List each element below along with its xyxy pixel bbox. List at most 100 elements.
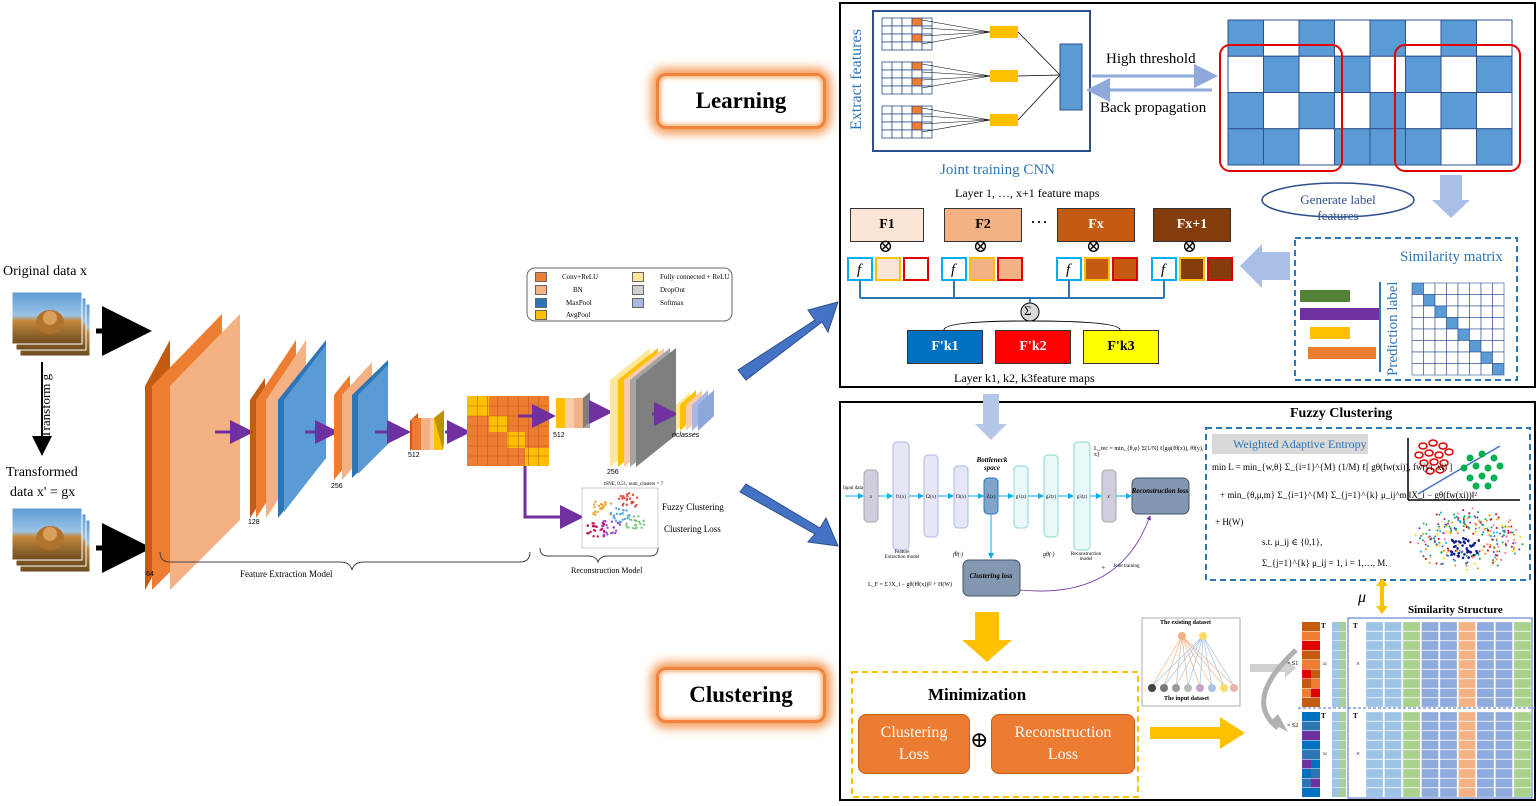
embedding-point bbox=[1464, 523, 1467, 526]
cnn-cell bbox=[881, 41, 893, 51]
high-threshold-label: High threshold bbox=[1106, 51, 1196, 67]
embedding-point bbox=[1485, 519, 1488, 522]
entropy-line-1: min L = min_{w,θ} Σ_{i=1}^{M} (1/M) ℓ[ g… bbox=[1212, 462, 1453, 472]
embedding-point bbox=[1445, 525, 1448, 528]
sim-right-cell bbox=[1439, 721, 1458, 731]
sim-right-cell bbox=[1365, 740, 1384, 750]
embedding-point bbox=[1448, 525, 1451, 528]
embedding-point bbox=[1455, 530, 1458, 533]
embedding-point bbox=[1438, 544, 1441, 547]
sim-right-cell bbox=[1476, 697, 1495, 708]
embedding-point bbox=[1465, 564, 1468, 567]
embedding-point bbox=[1477, 553, 1480, 556]
reconstruction-loss-box: Reconstruction Loss bbox=[991, 714, 1135, 774]
cnn-cell bbox=[911, 69, 923, 79]
embedding-point bbox=[1490, 526, 1493, 529]
sim-right-cell bbox=[1402, 650, 1421, 660]
dataset-edge bbox=[1181, 635, 1201, 687]
sim-right-cell bbox=[1495, 711, 1513, 722]
fuzzy-red-point bbox=[1414, 451, 1424, 459]
embedding-point bbox=[1441, 562, 1444, 565]
tsne-point bbox=[620, 512, 624, 515]
sim-right-cell bbox=[1495, 640, 1513, 651]
tsne-point bbox=[596, 510, 599, 514]
embedding-point bbox=[1442, 549, 1445, 552]
tsne-point bbox=[637, 515, 640, 518]
similarity-cell bbox=[1434, 351, 1447, 364]
sim-right-cell bbox=[1365, 669, 1384, 679]
cnn-cell bbox=[901, 105, 913, 115]
embedding-point bbox=[1422, 555, 1425, 558]
embedding-point bbox=[1484, 552, 1487, 555]
times-mark: × bbox=[1356, 750, 1360, 758]
extract-features-label: Extract features bbox=[848, 29, 865, 130]
similarity-cell bbox=[1446, 305, 1459, 318]
sim-mid-cell bbox=[1339, 660, 1346, 669]
legend-dropout: DropOut bbox=[660, 286, 685, 294]
sim-right-cell bbox=[1402, 678, 1421, 689]
similarity-cell bbox=[1457, 351, 1470, 364]
embedding-point bbox=[1507, 521, 1510, 524]
tsne-point bbox=[627, 514, 631, 517]
embedding-point bbox=[1468, 515, 1471, 518]
embedding-point bbox=[1495, 513, 1498, 516]
embedding-point bbox=[1482, 524, 1485, 527]
embedding-point bbox=[1462, 525, 1465, 528]
s1-label: × S1 bbox=[1287, 661, 1299, 667]
clustering-loss-text: Clustering loss bbox=[970, 572, 1013, 580]
sim-right-cell bbox=[1439, 697, 1458, 708]
sim-right-cell bbox=[1476, 721, 1495, 731]
sim-right-cell bbox=[1439, 768, 1458, 779]
embedding-point bbox=[1489, 529, 1492, 532]
embedding-point bbox=[1453, 527, 1456, 530]
tsne-point bbox=[626, 495, 629, 498]
checker-cell bbox=[1227, 19, 1264, 57]
dataset-edge bbox=[1202, 635, 1225, 687]
cnn-connection bbox=[1017, 74, 1061, 121]
s2-label: × S2 bbox=[1287, 723, 1299, 729]
fuzzy-green-point bbox=[1496, 462, 1504, 470]
checker-cell bbox=[1263, 55, 1300, 93]
fuzzy-green-point bbox=[1472, 482, 1480, 490]
transpose-mark: T bbox=[1321, 712, 1326, 720]
sim-right-cell bbox=[1402, 621, 1421, 632]
sim-right-cell bbox=[1365, 787, 1384, 798]
generate-label-text: Generate label features bbox=[1300, 192, 1376, 223]
sim-right-cell bbox=[1476, 740, 1495, 750]
similarity-cell bbox=[1469, 340, 1482, 353]
tsne-point bbox=[614, 519, 618, 522]
legend-bn: BN bbox=[573, 286, 583, 294]
tsne-point bbox=[615, 512, 619, 516]
checker-cell bbox=[1298, 19, 1335, 57]
embedding-point bbox=[1437, 537, 1440, 540]
embedding-point bbox=[1447, 522, 1450, 525]
embedding-point bbox=[1443, 532, 1446, 535]
clustering-loss-box: Clustering Loss bbox=[858, 714, 970, 774]
reconstruction-model-caption: Reconstruction Model bbox=[571, 566, 643, 575]
cnn-cell bbox=[921, 25, 933, 35]
sim-mid-cell bbox=[1339, 721, 1346, 731]
embedding-point bbox=[1457, 517, 1460, 520]
sim-right-cell bbox=[1458, 787, 1476, 798]
embedding-point bbox=[1489, 544, 1492, 547]
sim-right-cell bbox=[1439, 678, 1458, 689]
embedding-point bbox=[1457, 551, 1461, 555]
tsne-point bbox=[593, 506, 596, 509]
embedding-point bbox=[1501, 541, 1504, 544]
fuzzy-green-point bbox=[1466, 474, 1474, 482]
embedding-point bbox=[1419, 550, 1422, 553]
sim-right-cell bbox=[1495, 697, 1513, 708]
bottleneck-label: Bottleneck space bbox=[976, 456, 1008, 472]
sim-right-cell bbox=[1495, 768, 1513, 779]
tsne-point bbox=[606, 526, 609, 530]
sim-left-cell bbox=[1302, 698, 1311, 707]
sim-right-cell bbox=[1402, 759, 1421, 769]
embedding-point bbox=[1464, 537, 1468, 541]
embedding-point bbox=[1422, 522, 1425, 525]
feature-map-ellipsis: ··· bbox=[1030, 212, 1048, 232]
tsne-point bbox=[614, 531, 617, 535]
embedding-point bbox=[1466, 517, 1469, 520]
embedding-point bbox=[1488, 514, 1491, 517]
embedding-point bbox=[1478, 526, 1481, 529]
ae-node-label: g2(z) bbox=[1046, 495, 1057, 500]
